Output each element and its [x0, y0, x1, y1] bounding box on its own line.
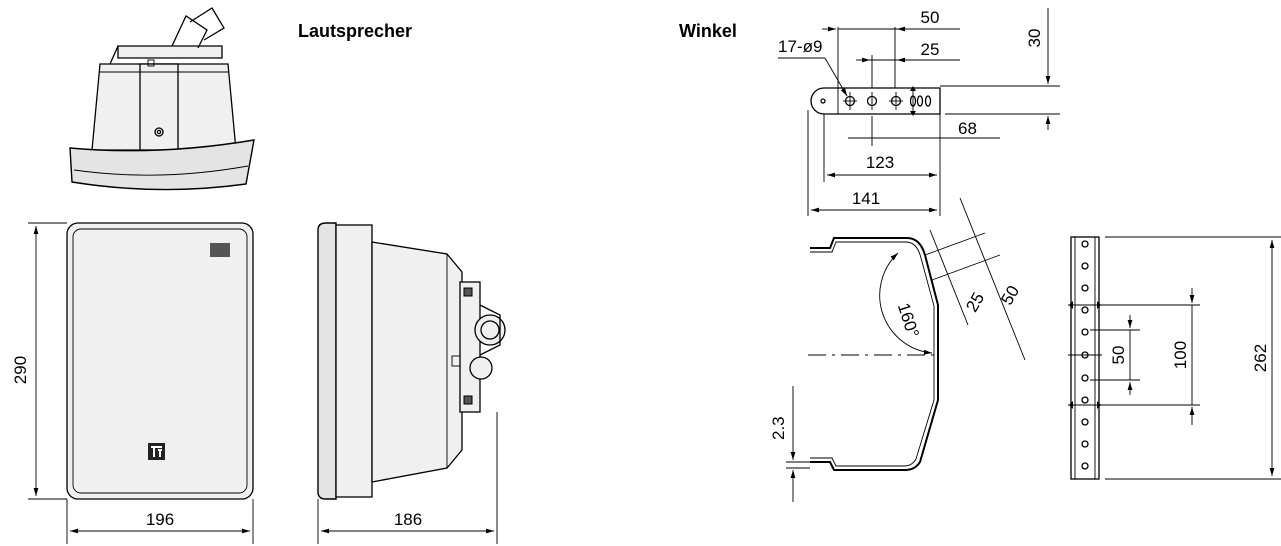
dim-196-label: 196	[146, 510, 174, 529]
dim-290-label: 290	[11, 356, 30, 384]
dim-bracket-141: 141	[807, 110, 937, 216]
dim-30-label: 30	[1025, 29, 1044, 48]
speaker-top-view	[69, 7, 255, 191]
speaker-front-view	[66, 222, 254, 500]
dim-rear-100: 100	[1100, 288, 1200, 425]
hole-callout: 17-ø9	[778, 37, 848, 97]
dim-side-depth: 186	[317, 412, 498, 544]
dim-rear-100-label: 100	[1171, 341, 1190, 369]
dim-front-height: 290	[11, 222, 67, 500]
dim-bracket-123: 123	[823, 114, 937, 182]
grille-icon	[210, 243, 230, 257]
dim-front-width: 196	[66, 499, 254, 544]
bracket-rear-view	[1068, 236, 1102, 480]
dim-2-3-label: 2.3	[769, 416, 788, 440]
dim-bracket-30: 30	[940, 8, 1060, 130]
bracket-heading: Winkel	[679, 21, 737, 41]
dim-bracket-25: 25	[856, 40, 960, 88]
dim-bend-50-label: 50	[997, 282, 1023, 308]
bracket-top-view	[810, 86, 941, 116]
dim-rear-50: 50	[1090, 315, 1140, 395]
speaker-side-view	[317, 222, 506, 500]
dim-rear-262-label: 262	[1251, 344, 1270, 372]
dim-bracket-50: 50	[822, 8, 960, 88]
dim-thickness: 2.3	[769, 386, 810, 502]
dim-rear-50-label: 50	[1109, 346, 1128, 365]
dim-25-label: 25	[921, 40, 940, 59]
dim-bracket-68: 68	[848, 114, 1000, 216]
dim-123-label: 123	[866, 153, 894, 172]
dim-186-label: 186	[394, 510, 422, 529]
dim-angle-label: 160°	[894, 301, 923, 340]
dim-141-label: 141	[852, 189, 880, 208]
dim-rear-262: 262	[1105, 236, 1281, 480]
bracket-hole-icon	[843, 92, 857, 110]
dim-holes-label: 17-ø9	[778, 37, 822, 56]
dim-68-label: 68	[958, 119, 977, 138]
toa-logo-icon	[148, 443, 165, 460]
speaker-heading: Lautsprecher	[298, 21, 412, 41]
bracket-bent-view: 160°	[808, 237, 940, 471]
dim-bend-25-label: 25	[962, 289, 988, 315]
dim-50-label: 50	[921, 8, 940, 27]
dim-bend-25-50: 25 50	[924, 197, 1026, 361]
